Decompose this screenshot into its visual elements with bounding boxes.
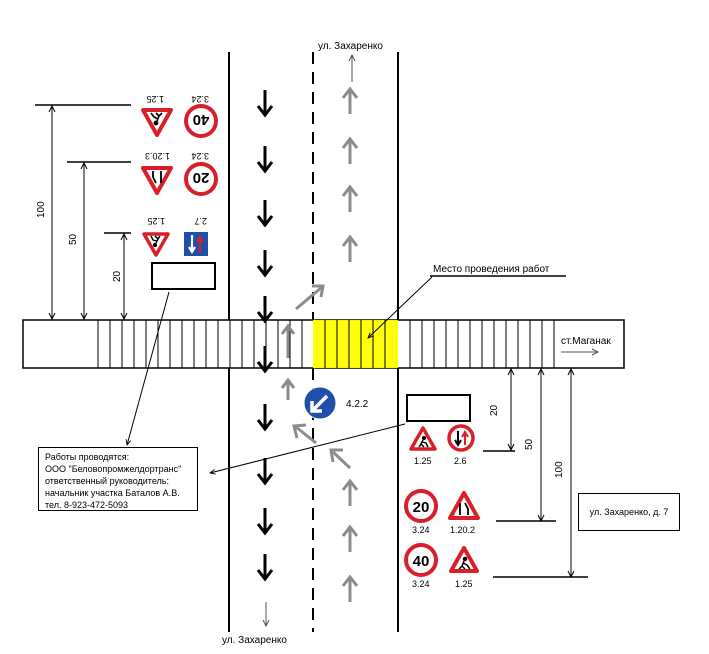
road-works-sign [449,546,479,573]
sign-code-right-1.25a: 1.25 [414,456,432,466]
northbound-traffic-arrows [341,86,359,602]
distance-label-50-left: 50 [68,233,79,245]
info-line: ответственный руководитель: [45,476,169,486]
work-zone-label: Место проведения работ [433,263,550,275]
info-line: ООО "Беловопромжелдортранс" [45,464,182,474]
southbound-arrow [256,554,274,582]
distance-label-20-right: 20 [489,404,500,416]
info-line: начальник участка Баталов А.В. [45,488,180,498]
speed-limit-sign: 20 [184,162,218,196]
northbound-arrow [341,184,359,212]
distance-label-50-right: 50 [524,438,535,450]
northbound-arrow [341,574,359,602]
street-label-south: ул. Захаренко [222,635,287,646]
speed-value: 20 [193,169,210,186]
right-distance-markers [483,367,588,579]
work-zone [313,320,398,368]
distance-label-20-left: 20 [112,270,123,282]
southbound-arrow [256,296,274,324]
distance-label-100-left: 100 [36,201,47,218]
yield-to-oncoming-sign [447,424,475,452]
northbound-arrow [341,524,359,552]
work-zone-ties [324,320,386,368]
sign-code-right-1.25b: 1.25 [455,579,473,589]
info-board-leader-bottom [210,423,406,473]
sign-code-left-1.20.3: 1.20.3 [145,151,170,161]
southbound-arrow [256,146,274,174]
southbound-arrow [256,90,274,118]
speed-limit-sign: 20 [404,489,438,523]
info-line: тел. 8-923-472-5093 [45,500,129,510]
southbound-arrow [256,508,274,536]
northbound-arrow [341,234,359,262]
northbound-arrow [341,86,359,114]
info-board-leader-top [127,291,170,445]
southbound-arrow [256,250,274,278]
sign-code-right-3.24a: 3.24 [412,525,430,535]
work-zone-callout-leader [368,276,433,338]
road-narrows-sign [448,491,480,520]
southbound-arrow [256,346,274,374]
speed-value: 20 [413,499,430,516]
southbound-arrow [256,458,274,486]
address-text: ул. Захаренко, д. 7 [589,507,669,517]
railway-ties [97,320,555,368]
address-box: ул. Захаренко, д. 7 [578,493,680,531]
sign-code-left-1.25a: 1.25 [146,94,164,104]
left-distance-markers [35,104,131,321]
street-label-north: ул. Захаренко [318,41,383,52]
sign-code-left-2.7: 2.7 [194,216,207,226]
sign-code-right-3.24b: 3.24 [412,579,430,589]
info-line: Работы проводятся: [45,452,130,462]
sign-code-left-1.25b: 1.25 [147,216,165,226]
sign-code-4.2.2: 4.2.2 [346,399,369,410]
sign-code-left-3.24b: 3.24 [191,151,209,161]
road-narrows-sign [141,166,173,195]
speed-value: 40 [193,111,210,128]
speed-value: 40 [413,553,430,570]
sign-code-right-2.6: 2.6 [454,456,467,466]
road-works-sign [142,232,170,257]
road-works-sign [141,108,173,137]
southbound-arrow [256,404,274,432]
detour-arrows [280,284,352,470]
street-direction-arrows [262,53,600,628]
info-board-blank [151,262,216,290]
northbound-arrow [341,478,359,506]
street-label-east: ст.Маганак [561,336,611,347]
info-board-blank [406,394,471,422]
road-works-sign [409,426,437,451]
speed-limit-sign: 40 [184,104,218,138]
contractor-info-box: Работы проводятся: ООО "Беловопромжелдор… [38,447,198,511]
northbound-arrow [341,136,359,164]
pass-left-sign [303,386,337,420]
priority-over-oncoming-sign [184,232,208,256]
sign-code-right-1.20.2: 1.20.2 [450,525,475,535]
sign-code-left-3.24a: 3.24 [191,94,209,104]
southbound-arrow [256,200,274,228]
distance-label-100-right: 100 [554,461,565,478]
southbound-traffic-arrows [256,90,274,582]
speed-limit-sign: 40 [404,543,438,577]
